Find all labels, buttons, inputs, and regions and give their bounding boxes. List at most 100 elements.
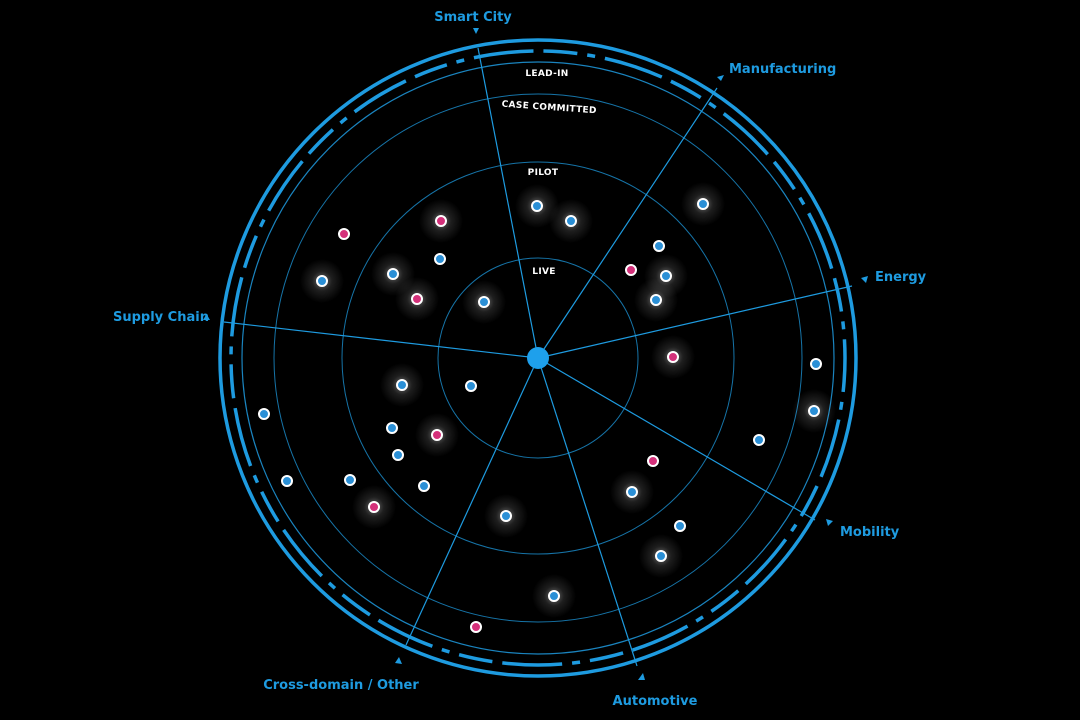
blip-mobility-case-committed[interactable] [753,434,765,446]
blip-dot-blue[interactable] [650,294,662,306]
blip-energy-pilot[interactable] [651,335,695,379]
blip-supply-chain-pilot[interactable] [386,422,398,434]
sector-label-manufacturing-text: Manufacturing [729,62,836,77]
blip-dot-blue[interactable] [655,550,667,562]
blip-smart-city-live[interactable] [462,280,506,324]
blip-dot-blue[interactable] [281,475,293,487]
ring-label-case-committed: CASE COMMITTED [501,100,597,117]
arrow-icon [395,657,402,664]
arrow-icon [826,519,833,526]
divider-mobility [537,357,816,521]
blip-dot-pink[interactable] [338,228,350,240]
blip-cross-domain-lead-in[interactable] [470,621,482,633]
blip-smart-city-pilot[interactable] [434,253,446,265]
blip-smart-city-case-committed[interactable] [300,259,344,303]
case-committed-ring-boundary [273,93,803,623]
blip-supply-chain-case-committed[interactable] [281,475,293,487]
divider-cross-domain [405,357,539,646]
blip-supply-chain-pilot[interactable] [465,380,477,392]
sector-label-smart-city-text: Smart City [434,10,512,25]
arrow-icon [861,276,868,283]
blip-dot-blue[interactable] [810,358,822,370]
blip-dot-blue[interactable] [500,510,512,522]
live-ring-boundary [437,257,639,459]
divider-manufacturing [537,87,718,359]
blip-automotive-pilot[interactable] [610,470,654,514]
blip-smart-city-case-committed[interactable] [338,228,350,240]
blip-automotive-case-committed[interactable] [674,520,686,532]
blip-dot-blue[interactable] [565,215,577,227]
sector-label-supply-chain: Supply Chain [113,310,210,325]
blip-supply-chain-pilot[interactable] [380,363,424,407]
blip-automotive-case-committed[interactable] [639,534,683,578]
sector-label-mobility: Mobility [826,519,900,540]
arrow-icon [717,75,724,81]
blip-dot-blue[interactable] [344,474,356,486]
blip-dot-blue[interactable] [808,405,820,417]
blip-dot-blue[interactable] [653,240,665,252]
outer-dashed-ring [229,49,847,667]
blip-dot-blue[interactable] [386,422,398,434]
blip-energy-case-committed[interactable] [810,358,822,370]
blip-dot-blue[interactable] [465,380,477,392]
sector-label-manufacturing: Manufacturing [717,62,836,81]
blip-dot-blue[interactable] [697,198,709,210]
blip-manufacturing-pilot[interactable] [625,264,637,276]
blip-dot-blue[interactable] [258,408,270,420]
sector-label-cross-domain-text: Cross-domain / Other [263,678,419,693]
arrow-icon [203,314,210,320]
blip-cross-domain-case-committed[interactable] [532,574,576,618]
blip-smart-city-pilot[interactable] [419,199,463,243]
ring-label-pilot: PILOT [528,168,559,178]
arrow-icon [638,673,645,680]
blip-dot-blue[interactable] [396,379,408,391]
blip-smart-city-pilot[interactable] [515,184,559,228]
divider-smart-city [477,47,539,359]
sector-label-automotive: Automotive [613,673,698,709]
blip-manufacturing-case-committed[interactable] [681,182,725,226]
blip-smart-city-pilot[interactable] [549,199,593,243]
blip-cross-domain-pilot[interactable] [392,449,404,461]
blip-manufacturing-pilot[interactable] [634,278,678,322]
blip-dot-blue[interactable] [478,296,490,308]
blip-dot-pink[interactable] [470,621,482,633]
blip-dot-pink[interactable] [647,455,659,467]
arrow-icon [473,28,479,34]
blip-cross-domain-pilot[interactable] [484,494,528,538]
blip-supply-chain-pilot[interactable] [415,413,459,457]
sector-label-smart-city: Smart City [434,10,512,34]
blip-dot-pink[interactable] [435,215,447,227]
blip-dot-pink[interactable] [411,293,423,305]
blip-dot-blue[interactable] [626,486,638,498]
sector-dividers [223,47,853,667]
blip-dot-blue[interactable] [392,449,404,461]
blip-dot-blue[interactable] [674,520,686,532]
blip-automotive-pilot[interactable] [647,455,659,467]
blip-dot-blue[interactable] [548,590,560,602]
blip-dot-blue[interactable] [418,480,430,492]
blip-dot-blue[interactable] [753,434,765,446]
lead-in-ring-boundary [241,61,835,655]
blip-dot-pink[interactable] [431,429,443,441]
blip-energy-case-committed[interactable] [792,389,836,433]
blip-supply-chain-case-committed[interactable] [344,474,356,486]
blip-supply-chain-lead-in[interactable] [395,277,439,321]
center-hub [527,347,549,369]
blip-dot-blue[interactable] [387,268,399,280]
blip-supply-chain-case-committed[interactable] [352,485,396,529]
blip-dot-blue[interactable] [531,200,543,212]
blip-dot-blue[interactable] [316,275,328,287]
blip-dot-blue[interactable] [434,253,446,265]
blip-manufacturing-pilot[interactable] [653,240,665,252]
pilot-ring-boundary [341,161,735,555]
blip-dot-pink[interactable] [625,264,637,276]
blip-supply-chain-live[interactable] [418,480,430,492]
sector-label-energy-text: Energy [875,270,927,285]
blip-dot-pink[interactable] [368,501,380,513]
blip-dot-pink[interactable] [667,351,679,363]
blip-supply-chain-lead-in[interactable] [258,408,270,420]
ring-label-lead-in: LEAD-IN [525,69,568,79]
sector-label-cross-domain: Cross-domain / Other [263,657,419,693]
